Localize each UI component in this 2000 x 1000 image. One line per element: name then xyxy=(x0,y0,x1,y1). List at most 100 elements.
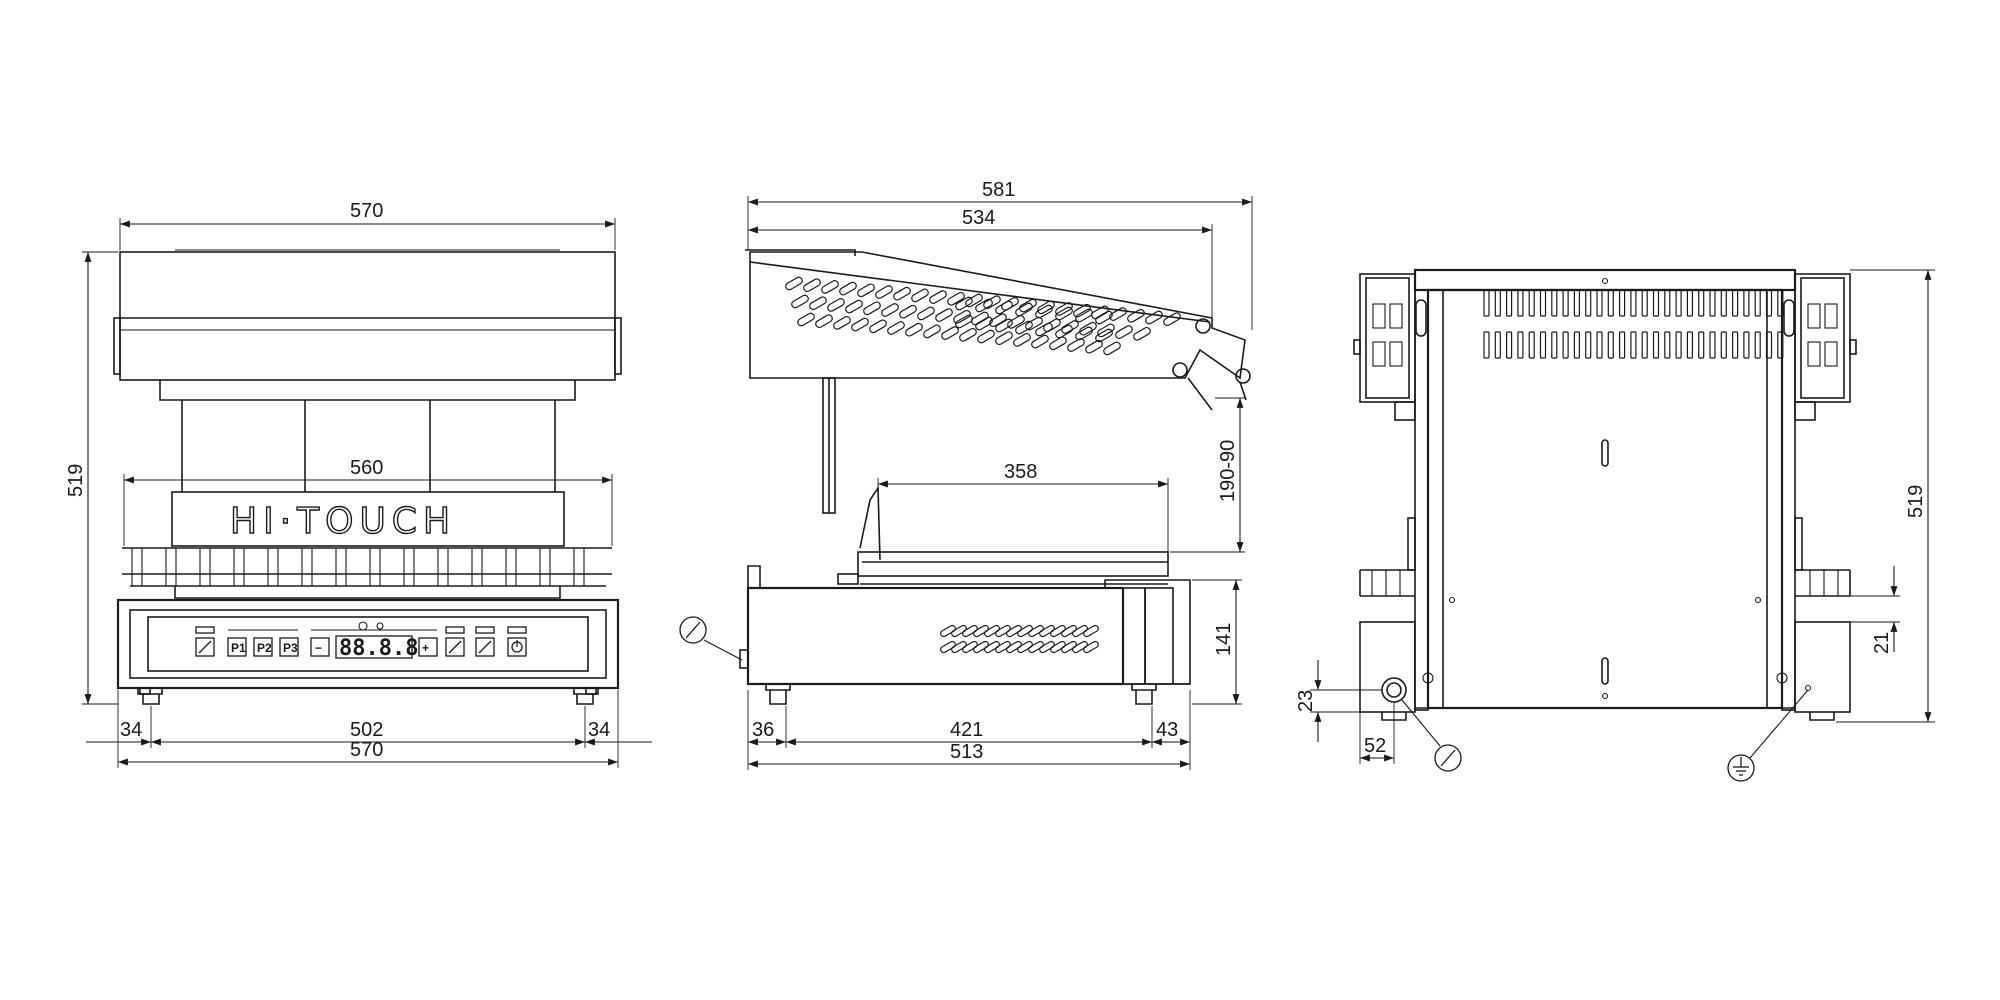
vent-slot xyxy=(905,322,923,337)
front-hood xyxy=(113,249,622,401)
svg-text:P1: P1 xyxy=(231,641,246,655)
svg-text:−: − xyxy=(315,641,322,655)
svg-text:P3: P3 xyxy=(283,641,298,655)
vent-slot xyxy=(959,327,977,342)
control-panel: P1 P2 P3 − 88.8.8 + xyxy=(195,621,527,661)
vent-slot xyxy=(869,319,887,334)
vent-slot xyxy=(815,314,833,329)
dim-side-foot-rear: 43 xyxy=(1156,719,1178,741)
rear-body xyxy=(1413,268,1797,711)
vent-slot xyxy=(1720,331,1727,359)
vent-slot xyxy=(1630,331,1637,359)
vent-slot xyxy=(1652,331,1660,359)
vent-slot xyxy=(953,309,971,324)
side-dimensions: 581 534 190-90 358 141 36 421 43 513 xyxy=(747,179,1253,770)
vent-slot xyxy=(1017,624,1033,638)
vent-slot xyxy=(1061,640,1077,654)
vent-slot xyxy=(1652,289,1660,317)
vent-slot xyxy=(1743,289,1750,317)
vent-slot xyxy=(975,316,993,331)
vent-slot xyxy=(881,303,899,317)
vent-slot xyxy=(1709,289,1716,317)
side-view xyxy=(679,249,1251,705)
vent-slot xyxy=(1551,289,1558,317)
vent-slot xyxy=(1528,289,1535,317)
vent-slot xyxy=(785,276,803,291)
vent-slot xyxy=(1539,289,1547,317)
vent-slot xyxy=(940,624,956,638)
dim-side-base-height: 141 xyxy=(1213,623,1235,656)
vent-slot xyxy=(1675,331,1682,359)
vent-slot xyxy=(1025,316,1043,331)
vent-slot xyxy=(1596,331,1603,359)
vent-slot xyxy=(1731,289,1739,317)
vent-slot xyxy=(1754,331,1761,359)
vent-slot xyxy=(940,640,956,654)
vent-slot xyxy=(1115,325,1133,339)
vent-slot xyxy=(1641,289,1648,317)
vent-slot xyxy=(1505,289,1513,317)
vent-slot xyxy=(1664,331,1671,359)
vent-slot xyxy=(1551,331,1558,359)
vent-slot xyxy=(995,300,1013,315)
front-foot-right xyxy=(573,688,597,705)
front-view: HI·TOUCH P1 xyxy=(113,249,622,705)
dim-side-hood-depth: 534 xyxy=(962,207,995,229)
rear-grill-brackets xyxy=(1359,517,1851,597)
dim-front-foot-span: 502 xyxy=(350,719,383,741)
vent-slot xyxy=(1573,289,1581,317)
vent-slot xyxy=(1006,624,1022,638)
vent-slot xyxy=(971,311,989,326)
vent-slot xyxy=(973,624,989,638)
vent-slot xyxy=(1618,289,1626,317)
vent-slot xyxy=(845,299,863,314)
vent-slot xyxy=(1494,289,1501,317)
vent-slot xyxy=(1163,312,1181,327)
dim-front-height: 519 xyxy=(65,464,87,497)
vent-slot xyxy=(833,316,851,330)
zone-button-1 xyxy=(445,637,465,657)
vent-slot xyxy=(1686,289,1694,317)
vent-slot xyxy=(827,298,845,312)
dim-front-foot-right: 34 xyxy=(588,719,610,741)
vent-slot xyxy=(1028,624,1044,638)
minus-button xyxy=(310,637,330,657)
hood-vent-slots xyxy=(785,276,1181,356)
vent-slot xyxy=(1618,331,1626,359)
lamp-button xyxy=(195,637,215,657)
vent-slot xyxy=(1720,289,1727,317)
vent-slot xyxy=(951,624,967,638)
vent-slot xyxy=(955,314,973,329)
vent-slot xyxy=(962,640,978,654)
vent-slot xyxy=(797,312,815,327)
vent-slot xyxy=(1015,320,1033,335)
rear-side-vents-left xyxy=(1353,273,1427,421)
vent-slot xyxy=(1731,331,1739,359)
vent-slot xyxy=(1607,331,1614,359)
side-base xyxy=(739,565,1191,705)
vent-slot xyxy=(1095,310,1113,325)
vent-slot xyxy=(1037,300,1055,315)
vent-slot xyxy=(1039,624,1055,638)
vent-slot xyxy=(1013,333,1031,347)
dim-side-plate-depth: 358 xyxy=(1004,461,1037,483)
vent-slot xyxy=(863,301,881,316)
vent-slot xyxy=(893,286,911,301)
side-foot-rear xyxy=(1131,684,1157,705)
digital-display: 88.8.8 xyxy=(339,636,418,661)
vent-slot xyxy=(947,291,965,306)
connection-fitting xyxy=(1381,677,1407,703)
rear-side-vents-right xyxy=(1783,273,1857,421)
vent-slot xyxy=(1007,315,1025,329)
brand-logo: HI·TOUCH xyxy=(230,501,456,542)
vent-slot xyxy=(923,324,941,339)
vent-slot xyxy=(1055,324,1073,339)
vent-slot xyxy=(1133,326,1151,341)
vent-slot xyxy=(1607,289,1614,317)
vent-slot xyxy=(1709,331,1716,359)
dim-side-adjustable-height: 190-90 xyxy=(1217,440,1239,502)
vent-slot xyxy=(1075,308,1093,323)
dim-front-width-top: 570 xyxy=(350,200,383,222)
vent-slot xyxy=(1145,310,1163,325)
